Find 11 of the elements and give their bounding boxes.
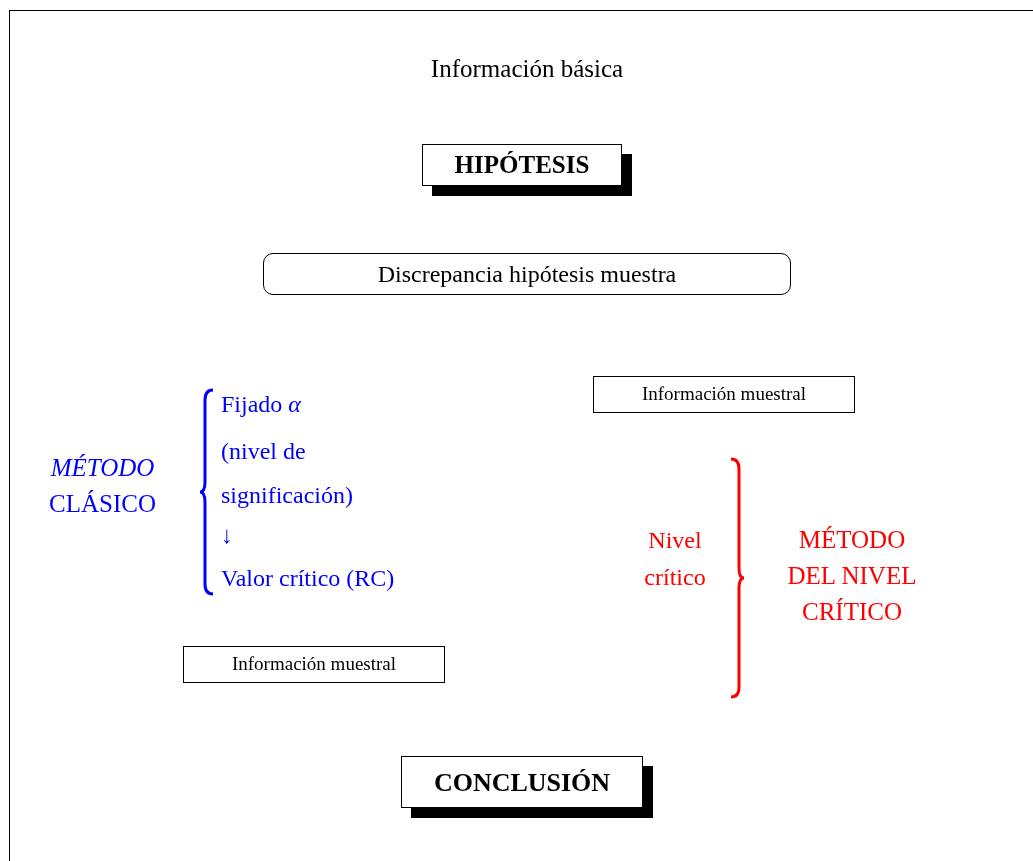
list-item: Fijado α [221,390,302,419]
method-label: Nivel crítico [643,526,707,592]
method-label: MÉTODO DEL NIVEL CRÍTICO [786,525,918,627]
list-item: Valor crítico (RC) [221,564,396,593]
list-item: (nivel de significación) [221,437,354,510]
down-arrow-symbol: ↓ [221,521,234,550]
rounded-box: Discrepancia hipótesis muestra [263,253,791,295]
process-box: Información muestral [593,376,855,413]
process-box: Información muestral [183,646,445,683]
method-label: MÉTODO CLÁSICO [48,453,157,519]
section-heading: Información básica [429,54,625,84]
